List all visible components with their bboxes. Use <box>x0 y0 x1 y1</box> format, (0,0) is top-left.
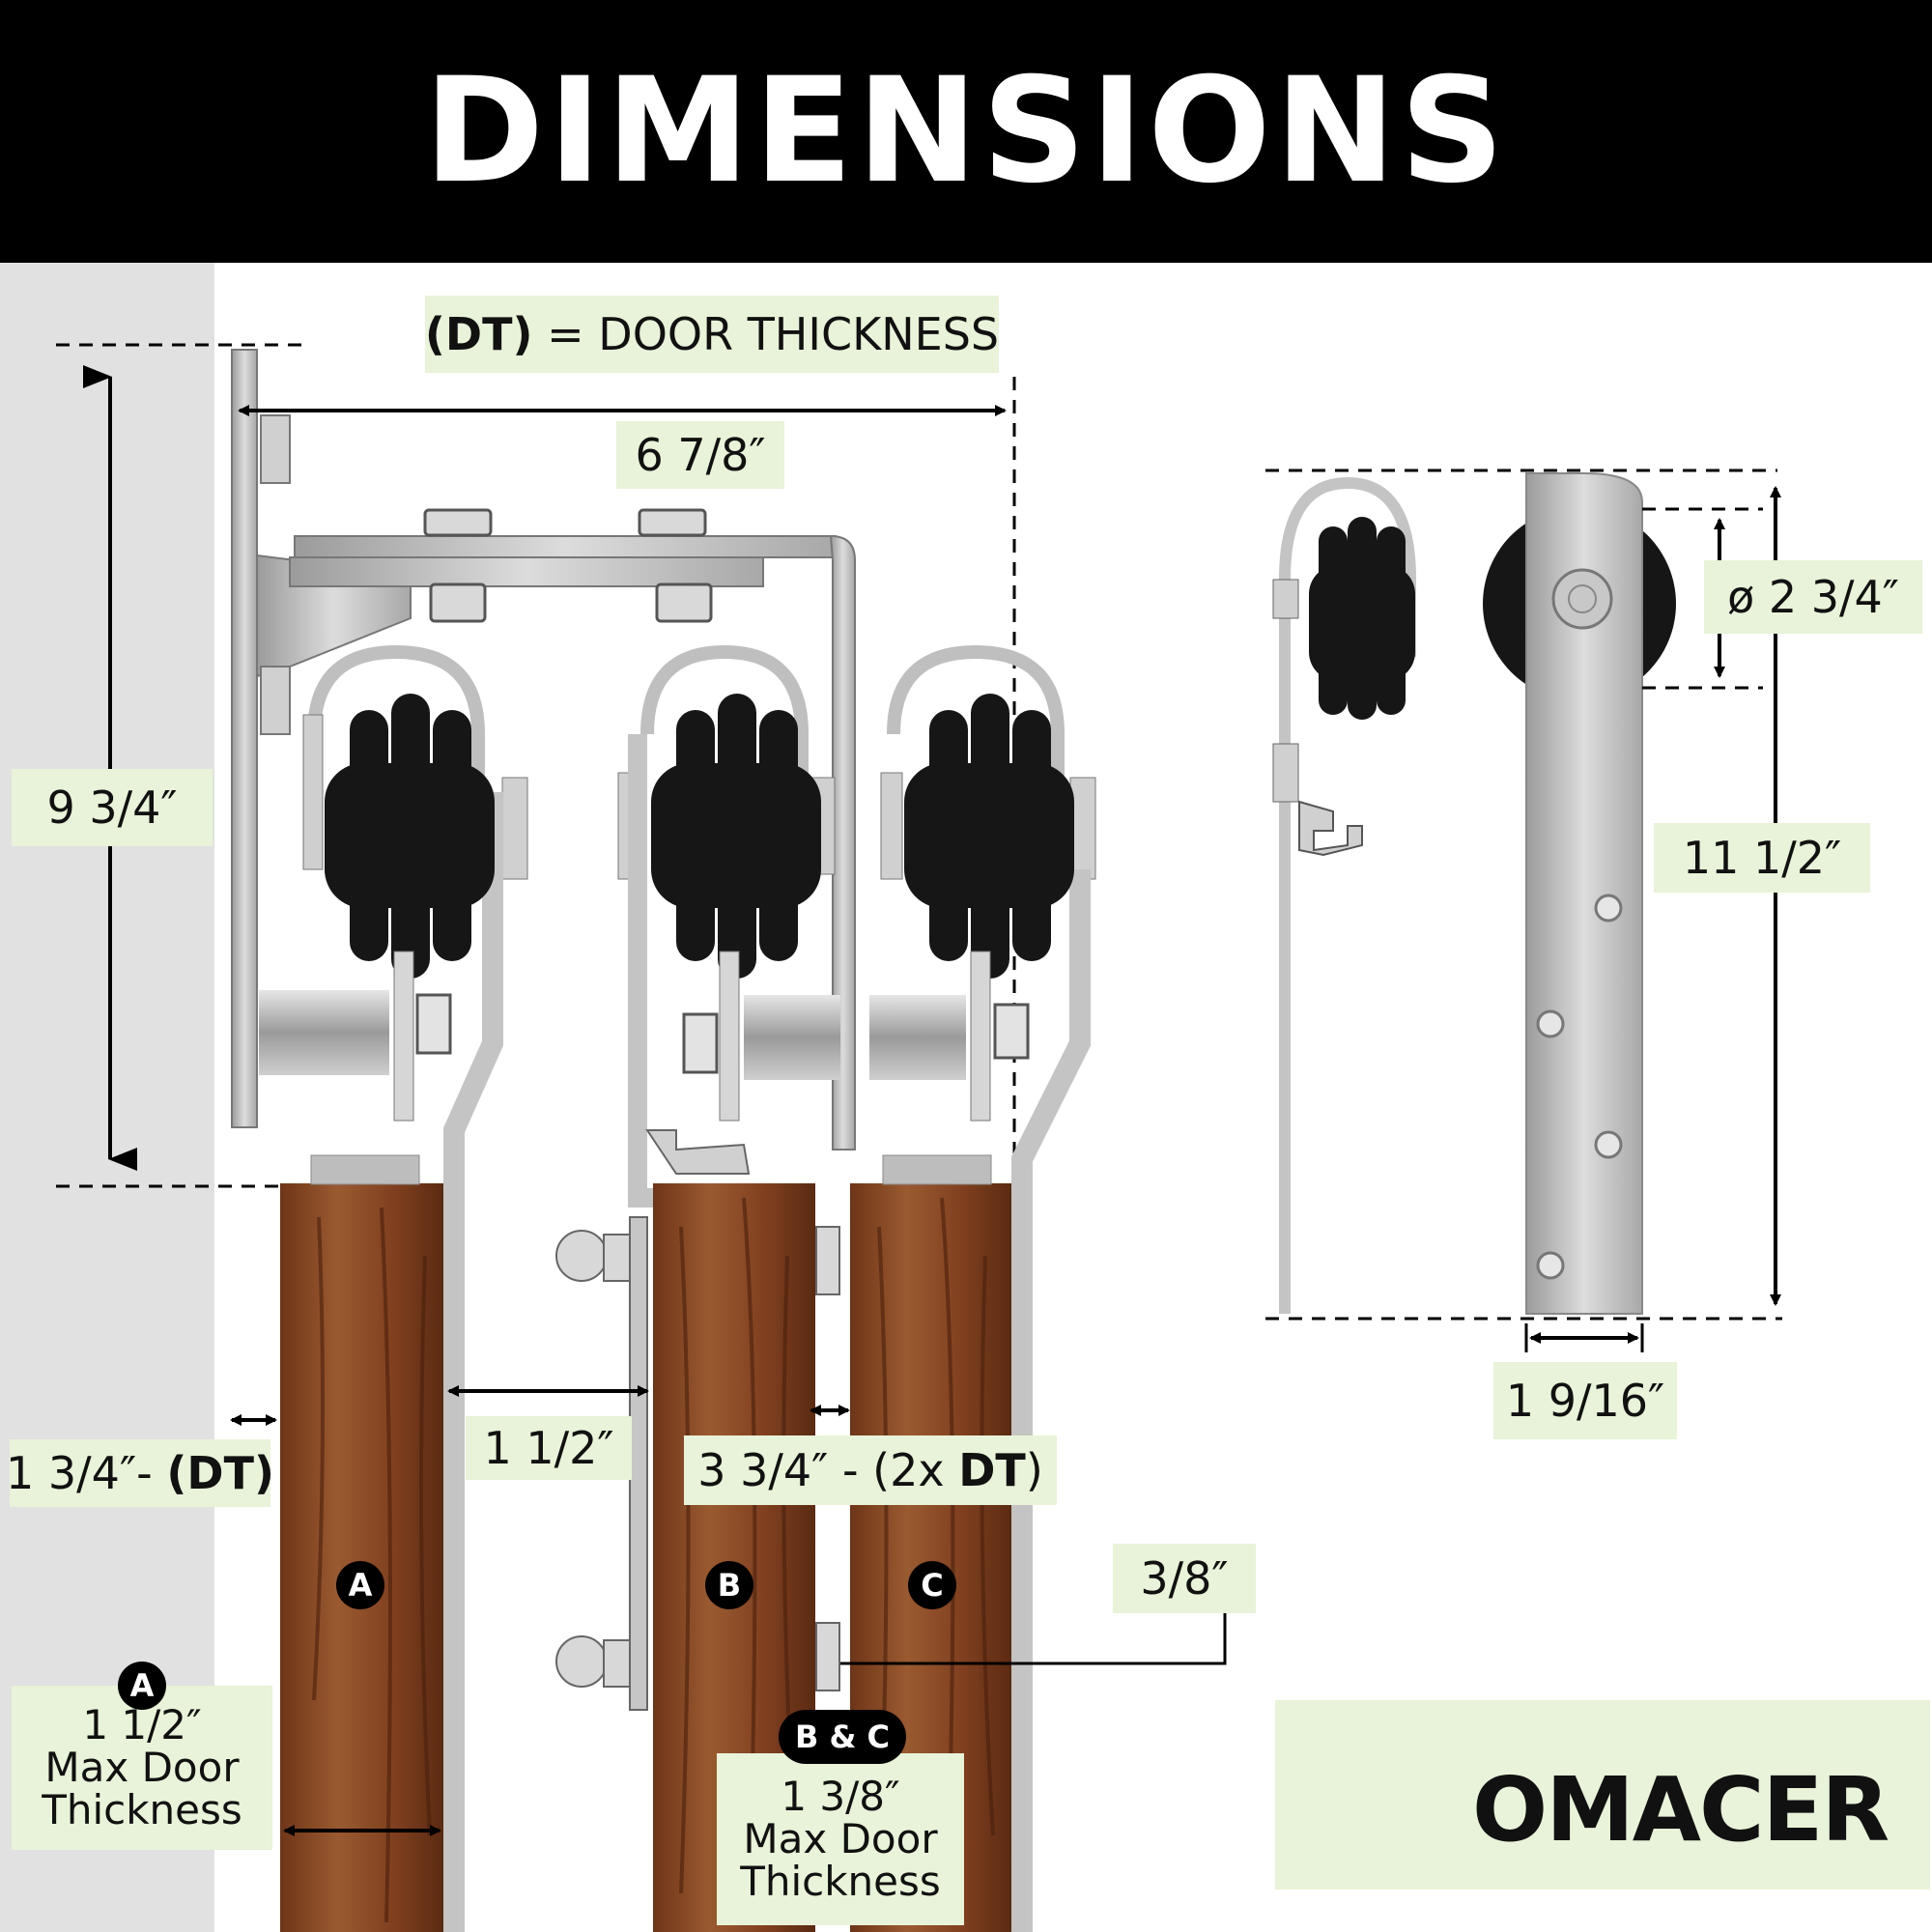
door-a-note-value: 1 1/2″ <box>82 1701 202 1748</box>
wheel-diameter-label: ø 2 3/4″ <box>1704 560 1922 634</box>
width-label: 6 7/8″ <box>616 421 784 489</box>
dimension-arrows <box>83 365 1227 1836</box>
door-a-slab <box>280 1183 444 1932</box>
dt-legend-meaning: DOOR THICKNESS <box>598 308 1000 360</box>
hanger-c <box>869 644 1096 1932</box>
hanger-height-label: 11 1/2″ <box>1654 823 1870 893</box>
spacer-label: 3/8″ <box>1113 1544 1256 1613</box>
brand-name: OMACER <box>1472 1758 1889 1861</box>
bc-gap-label: 3 3/4″ - (2x DT) <box>684 1435 1057 1505</box>
height-label: 9 3/4″ <box>12 769 213 846</box>
dt-legend-equals: = <box>547 308 584 360</box>
door-bc-note: 1 3/8″ Max Door Thickness <box>717 1753 964 1925</box>
door-a-badge: A <box>336 1561 384 1609</box>
bc-gap-end: ) <box>1025 1444 1043 1496</box>
dt-legend: (DT) = DOOR THICKNESS <box>425 296 999 373</box>
wall-gap-dt: (DT) <box>166 1447 274 1499</box>
door-a-note-badge: A <box>118 1662 166 1710</box>
dt-legend-abbrev: (DT) <box>424 308 533 360</box>
door-gap-label: 1 1/2″ <box>466 1416 632 1480</box>
bc-gap-dt: DT <box>958 1444 1026 1496</box>
front-view-hanger <box>1483 472 1676 1315</box>
door-bc-note-line2: Thickness <box>740 1858 941 1905</box>
hanger-b <box>617 644 840 1208</box>
bc-gap-value: 3 3/4″ - (2x <box>697 1444 959 1496</box>
bracket-nuts <box>423 508 713 623</box>
door-bc-note-value: 1 3/8″ <box>781 1773 900 1820</box>
door-c-badge: C <box>908 1561 956 1609</box>
page-title: DIMENSIONS <box>423 47 1509 215</box>
door-a-note-line1: Max Door <box>44 1744 240 1791</box>
door-a-note: 1 1/2″ Max Door Thickness <box>12 1686 272 1850</box>
header-bar: DIMENSIONS <box>0 0 1932 263</box>
wall-gap-value: 1 3/4″- <box>6 1447 167 1499</box>
brand-logo <box>1275 1700 1930 1889</box>
door-bc-note-badge: B & C <box>779 1710 906 1764</box>
door-bc-note-line1: Max Door <box>743 1815 938 1862</box>
side-view-hanger <box>1272 476 1416 1314</box>
wall-gap-label: 1 3/4″- (DT) <box>6 1439 274 1507</box>
door-b-badge: B <box>705 1561 753 1609</box>
hanger-a <box>259 644 528 1932</box>
strap-width-label: 1 9/16″ <box>1493 1362 1677 1439</box>
door-a-note-line2: Thickness <box>42 1786 242 1833</box>
spacer-bolts <box>555 1216 840 1711</box>
